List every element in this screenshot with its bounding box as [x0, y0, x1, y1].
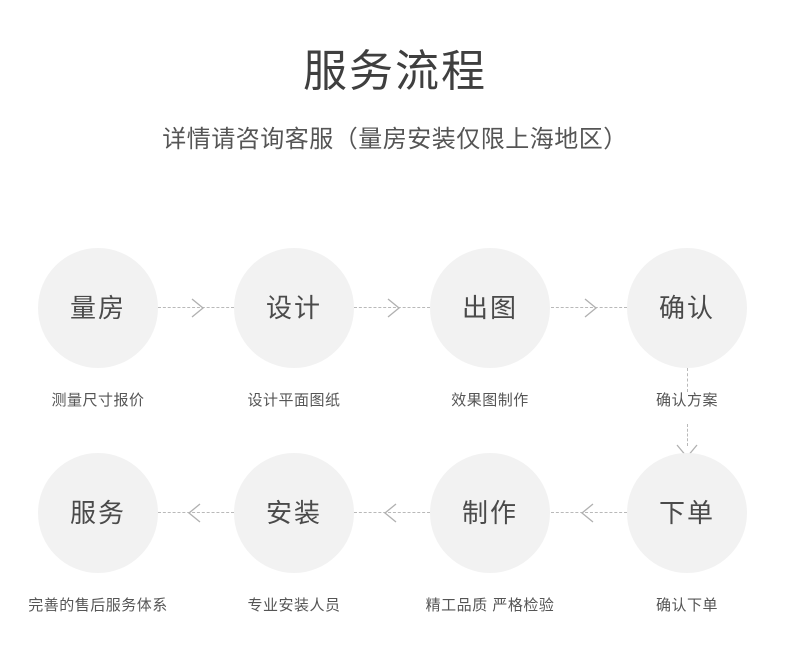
- step-label: 下单: [658, 498, 715, 528]
- flow-step-xiadan[interactable]: 下单 确认下单: [589, 439, 785, 616]
- flow-step-fuwu[interactable]: 服务 完善的售后服务体系: [0, 439, 196, 616]
- dashed-line: [551, 307, 627, 308]
- step-label: 出图: [461, 293, 518, 323]
- step-circle: 制作: [430, 453, 550, 573]
- step-caption: 精工品质 严格检验: [425, 597, 555, 614]
- flow-row-top: 量房 测量尺寸报价 设计 设计平面图纸 出图 效果图制作 确认: [0, 234, 790, 420]
- step-label: 设计: [265, 293, 322, 323]
- step-circle: 下单: [627, 453, 747, 573]
- step-label: 制作: [461, 498, 518, 528]
- step-circle: 安装: [234, 453, 354, 573]
- step-circle: 设计: [234, 248, 354, 368]
- dashed-line: [158, 512, 234, 513]
- chevron-left-icon: [577, 501, 601, 525]
- flow-connector-bottom-1: [158, 501, 234, 525]
- step-caption: 完善的售后服务体系: [28, 597, 168, 614]
- dashed-line: [354, 307, 430, 308]
- flow-step-sheji[interactable]: 设计 设计平面图纸: [196, 234, 392, 411]
- step-caption: 确认方案: [655, 392, 718, 409]
- flow-connector-vertical: [676, 368, 698, 459]
- chevron-left-icon: [380, 501, 404, 525]
- step-caption: 效果图制作: [451, 392, 529, 409]
- dashed-line: [158, 307, 234, 308]
- process-flow: 量房 测量尺寸报价 设计 设计平面图纸 出图 效果图制作 确认: [0, 234, 790, 654]
- header: 服务流程 详情请咨询客服（量房安装仅限上海地区）: [0, 0, 790, 155]
- step-label: 安装: [265, 498, 322, 528]
- dashed-line: [687, 424, 688, 446]
- dashed-line: [354, 512, 430, 513]
- step-circle: 确认: [627, 248, 747, 368]
- chevron-right-icon: [184, 296, 208, 320]
- chevron-right-icon: [577, 296, 601, 320]
- flow-connector-bottom-2: [354, 501, 430, 525]
- step-caption: 专业安装人员: [247, 597, 341, 614]
- step-caption: 确认下单: [655, 597, 718, 614]
- step-circle: 出图: [430, 248, 550, 368]
- step-caption: 设计平面图纸: [247, 392, 341, 409]
- page-subtitle: 详情请咨询客服（量房安装仅限上海地区）: [162, 126, 628, 153]
- step-label: 服务: [69, 498, 126, 528]
- chevron-right-icon: [380, 296, 404, 320]
- flow-step-anzhuang[interactable]: 安装 专业安装人员: [196, 439, 392, 616]
- dashed-line: [687, 368, 688, 392]
- step-circle: 量房: [38, 248, 158, 368]
- flow-row-bottom: 服务 完善的售后服务体系 安装 专业安装人员 制作 精工品质 严格检验 下单: [0, 439, 790, 625]
- step-label: 量房: [69, 293, 126, 323]
- flow-step-chutu[interactable]: 出图 效果图制作: [392, 234, 588, 411]
- flow-connector-top-1: [158, 296, 234, 320]
- flow-step-queren[interactable]: 确认 确认方案: [589, 234, 785, 411]
- flow-step-liangfang[interactable]: 量房 测量尺寸报价: [0, 234, 196, 411]
- flow-connector-top-2: [354, 296, 430, 320]
- flow-step-zhizuo[interactable]: 制作 精工品质 严格检验: [392, 439, 588, 616]
- step-caption: 测量尺寸报价: [51, 392, 145, 409]
- page-title: 服务流程: [303, 47, 487, 96]
- flow-connector-top-3: [551, 296, 627, 320]
- step-circle: 服务: [38, 453, 158, 573]
- flow-connector-bottom-3: [551, 501, 627, 525]
- chevron-left-icon: [184, 501, 208, 525]
- dashed-line: [551, 512, 627, 513]
- step-label: 确认: [658, 293, 715, 323]
